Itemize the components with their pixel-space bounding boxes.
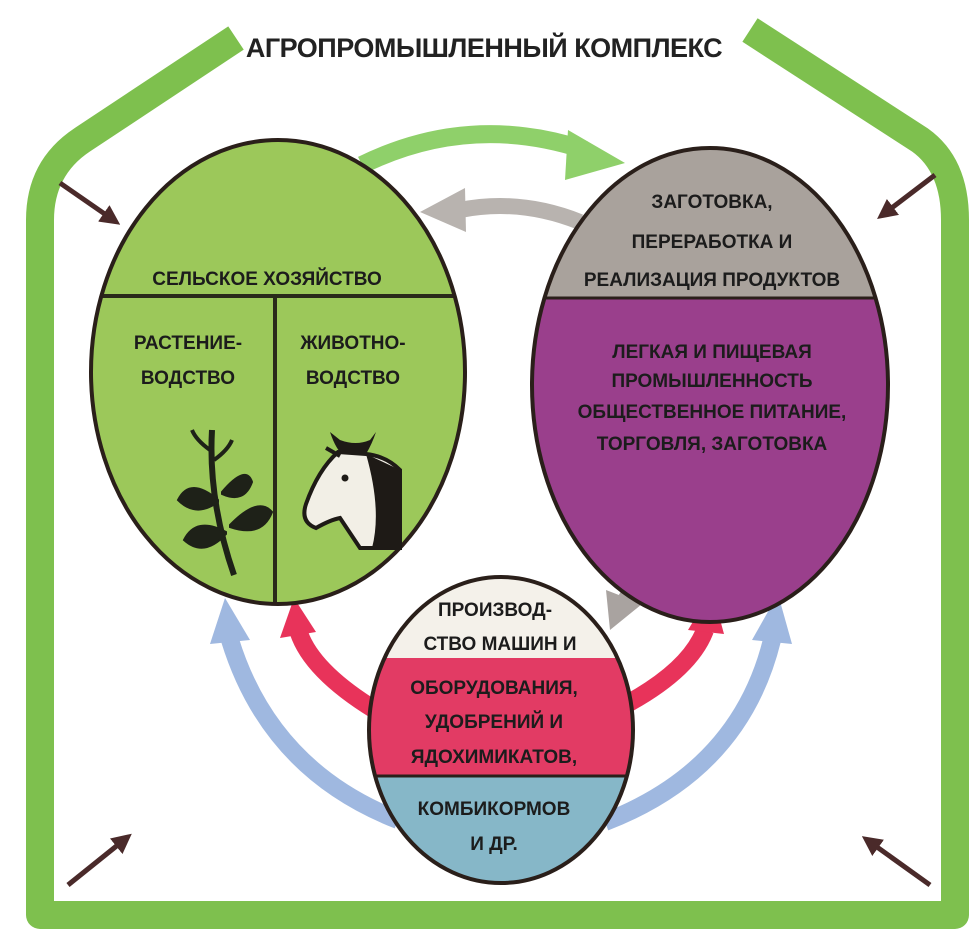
arrow-agri-to-processing — [358, 125, 588, 174]
fertilizers-label-line3: ЯДОХИМИКАТОВ, — [411, 747, 577, 768]
feed-label-line2: И ДР. — [470, 834, 518, 855]
complex-frame — [26, 18, 969, 929]
fertilizers-label-line1: ОБОРУДОВАНИЯ, — [410, 678, 578, 699]
livestock-farming-label-line1: ЖИВОТНО- — [299, 333, 405, 354]
production-circle: ПРОИЗВОД- СТВО МАШИН И ОБОРУДОВАНИЯ, УДО… — [367, 575, 635, 885]
crop-farming-label-line2: ВОДСТВО — [141, 368, 235, 389]
frame-left-segment — [26, 26, 490, 929]
arrow-processing-to-agri-head — [420, 188, 466, 232]
arrow-production-to-processing-blue — [601, 637, 781, 831]
arrow-production-to-processing-red — [620, 626, 714, 713]
procurement-label-line1: ЗАГОТОВКА, — [651, 192, 772, 213]
agriculture-title: СЕЛЬСКОЕ ХОЗЯЙСТВО — [152, 268, 382, 290]
corner-arrow-bottom-right — [861, 836, 932, 888]
agriculture-circle: СЕЛЬСКОЕ ХОЗЯЙСТВО РАСТЕНИЕ- ВОДСТВО ЖИВ… — [89, 138, 467, 606]
procurement-label-line2: ПЕРЕРАБОТКА И — [632, 232, 793, 253]
corner-arrow-top-right — [877, 173, 937, 220]
industry-label-line1: ЛЕГКАЯ И ПИЩЕВАЯ — [612, 342, 811, 363]
livestock-farming-label-line2: ВОДСТВО — [306, 368, 400, 389]
arrow-production-to-agri-blue — [221, 637, 402, 829]
fertilizers-band — [369, 658, 633, 776]
corner-arrow-bottom-left — [66, 833, 132, 887]
corner-arrows — [58, 173, 937, 888]
cow-icon — [302, 432, 402, 550]
industry-label-line2: ПРОМЫШЛЕННОСТЬ — [611, 371, 812, 392]
feed-label-line1: КОМБИКОРМОВ — [418, 799, 571, 820]
production-label-line1: ПРОИЗВОД- — [438, 600, 552, 621]
corner-arrow-top-left — [58, 180, 121, 225]
diagram-title: АГРОПРОМЫШЛЕННЫЙ КОМПЛЕКС — [246, 32, 722, 63]
production-label-line2: СТВО МАШИН И — [423, 634, 576, 655]
arrow-production-to-agri-red-head — [280, 598, 316, 638]
arrow-processing-to-agri — [458, 198, 583, 230]
arrow-production-to-processing-blue-head — [752, 594, 792, 644]
frame-right-segment — [490, 18, 969, 929]
industry-label-line4: ТОРГОВЛЯ, ЗАГОТОВКА — [597, 434, 828, 455]
plant-icon — [176, 429, 274, 576]
crop-farming-label-line1: РАСТЕНИЕ- — [134, 333, 242, 354]
procurement-label-line3: РЕАЛИЗАЦИЯ ПРОДУКТОВ — [584, 270, 840, 291]
arrow-processing-to-production-head — [606, 590, 642, 630]
industry-label-line3: ОБЩЕСТВЕННОЕ ПИТАНИЕ, — [578, 402, 847, 423]
arrow-production-to-agri-red — [289, 627, 380, 718]
arrow-production-to-agri-blue-head — [210, 598, 250, 644]
arrow-agri-to-processing-head — [565, 130, 625, 180]
fertilizers-label-line2: УДОБРЕНИЙ И — [425, 711, 563, 733]
